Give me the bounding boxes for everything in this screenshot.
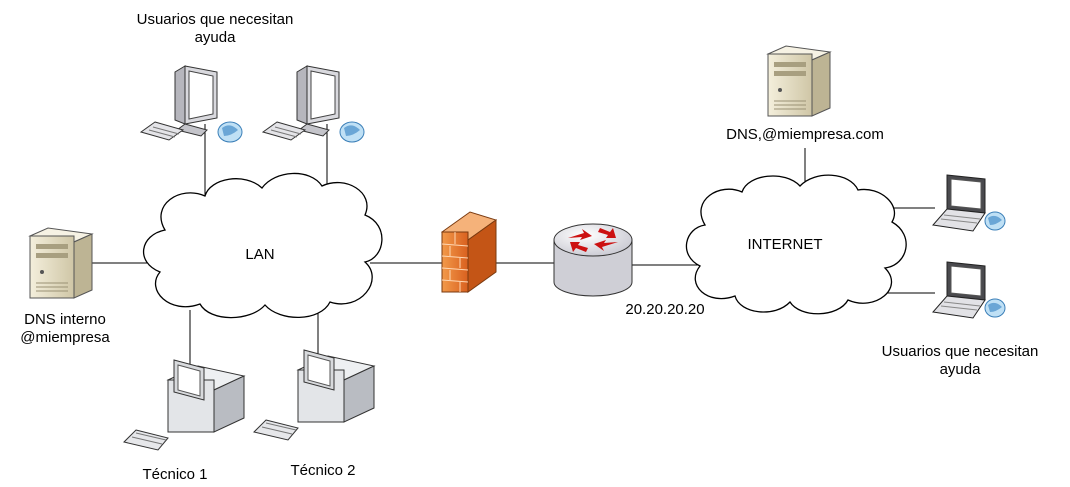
router-icon bbox=[553, 223, 633, 297]
label-tech2: Técnico 2 bbox=[290, 462, 356, 479]
label-users-right-line1: Usuarios que necesitan bbox=[881, 343, 1039, 360]
label-users-top-line2: ayuda bbox=[194, 29, 236, 46]
label-lan: LAN bbox=[245, 246, 275, 263]
label-users-top-line1: Usuarios que necesitan bbox=[136, 11, 294, 28]
label-internet: INTERNET bbox=[747, 236, 823, 253]
label-users-right: Usuarios que necesitan ayuda bbox=[855, 343, 1065, 379]
label-dns-internal: DNS interno @miempresa bbox=[0, 311, 130, 347]
user-laptop-1-icon bbox=[932, 174, 1006, 232]
user-workstation-2-icon bbox=[262, 65, 365, 143]
internet-cloud bbox=[685, 174, 907, 315]
label-router-ip: 20.20.20.20 bbox=[625, 301, 705, 318]
technician-2-pc-icon bbox=[253, 349, 375, 441]
dns-internal-server-icon bbox=[29, 227, 93, 299]
label-users-right-line2: ayuda bbox=[939, 361, 981, 378]
lan-cloud bbox=[142, 172, 383, 319]
label-dns-internal-line2: @miempresa bbox=[20, 329, 110, 346]
technician-1-pc-icon bbox=[123, 359, 245, 451]
dns-external-server-icon bbox=[767, 45, 831, 117]
label-dns-internal-line1: DNS interno bbox=[24, 311, 106, 328]
label-tech1: Técnico 1 bbox=[142, 466, 208, 483]
firewall-icon bbox=[440, 211, 498, 293]
network-links bbox=[92, 124, 935, 370]
user-workstation-1-icon bbox=[140, 65, 243, 143]
label-dns-external: DNS,@miempresa.com bbox=[726, 126, 884, 143]
label-users-top: Usuarios que necesitan ayuda bbox=[120, 11, 310, 47]
user-laptop-2-icon bbox=[932, 261, 1006, 319]
